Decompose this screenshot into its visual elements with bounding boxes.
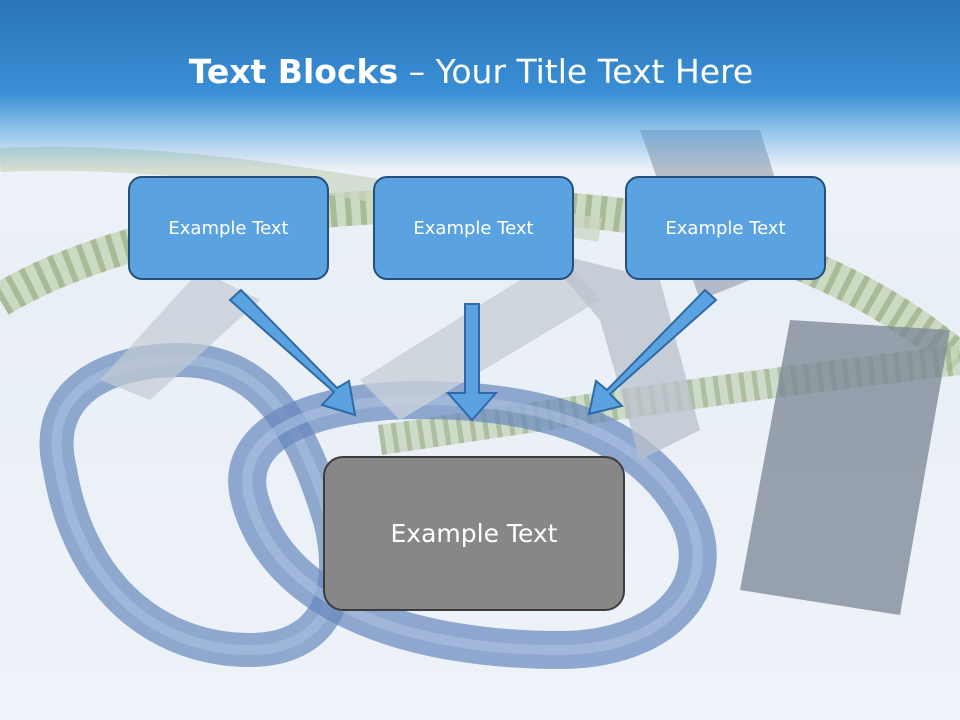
title-separator: – xyxy=(398,52,436,91)
title-rest: Your Title Text Here xyxy=(435,52,754,91)
header-band xyxy=(0,0,960,170)
text-block-2-label: Example Text xyxy=(413,217,534,239)
result-block-label: Example Text xyxy=(390,519,558,548)
text-block-2[interactable]: Example Text xyxy=(373,176,574,280)
text-block-3[interactable]: Example Text xyxy=(625,176,826,280)
text-block-1-label: Example Text xyxy=(168,217,289,239)
title-bold: Text Blocks xyxy=(188,52,399,91)
text-block-1[interactable]: Example Text xyxy=(128,176,329,280)
slide-title: Text Blocks – Your Title Text Here xyxy=(0,52,942,91)
result-block[interactable]: Example Text xyxy=(323,456,625,611)
arrow-left xyxy=(228,288,357,417)
arrow-right xyxy=(587,288,718,416)
arrow-center xyxy=(445,303,499,422)
text-block-3-label: Example Text xyxy=(665,217,786,239)
